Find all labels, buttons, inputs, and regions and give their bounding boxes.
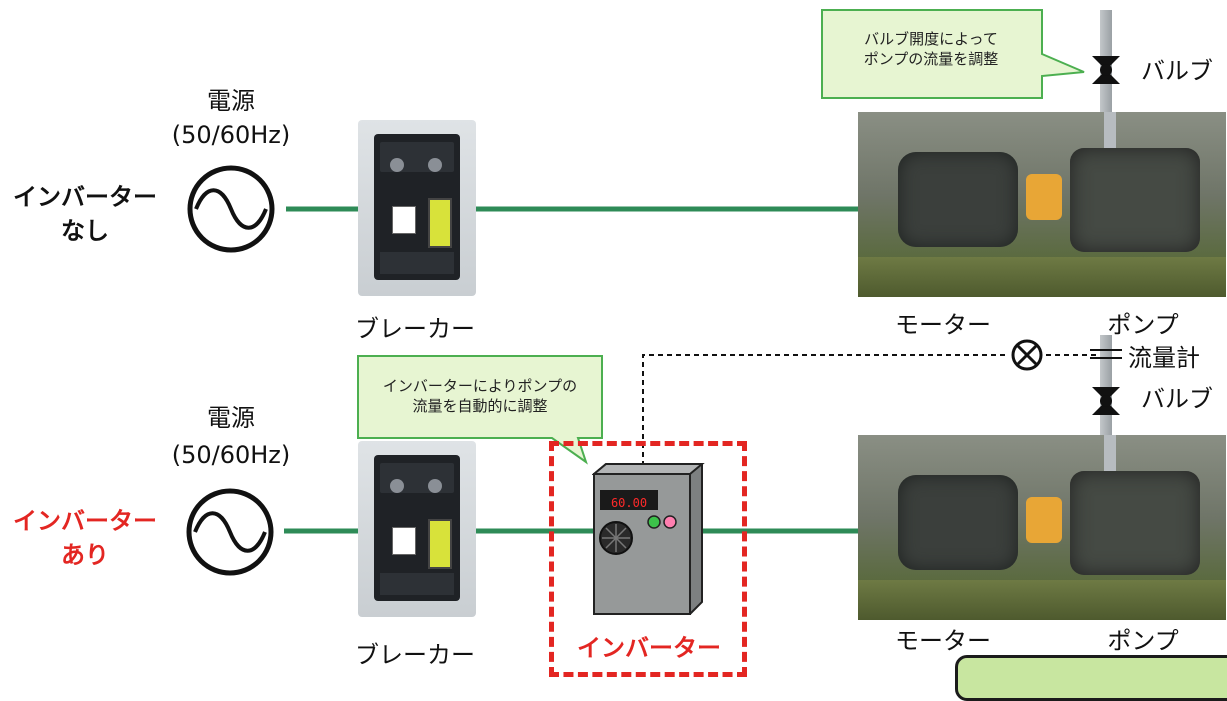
flow-sensor-icon bbox=[1011, 339, 1043, 371]
row-label-line2: あり bbox=[61, 541, 109, 569]
bottom-green-panel bbox=[955, 655, 1227, 701]
breaker-label-top: ブレーカー bbox=[355, 315, 475, 343]
pump-label-top: ポンプ bbox=[1107, 311, 1179, 339]
inverter-display: 60.00 bbox=[610, 496, 648, 510]
valve-label-bottom: バルブ bbox=[1141, 385, 1213, 413]
breaker-label-bottom: ブレーカー bbox=[355, 641, 475, 669]
row-label-line2: なし bbox=[61, 217, 109, 245]
signal-line bbox=[642, 354, 1008, 466]
callout-line2: ポンプの流量を調整 bbox=[863, 50, 999, 68]
row-label-line1: インバーター bbox=[13, 507, 157, 535]
valve-icon-bottom bbox=[1092, 387, 1120, 415]
power-label-bottom: 電源 bbox=[207, 404, 255, 432]
row-label-with-inverter: インバーター あり bbox=[5, 504, 165, 572]
motor-label-bottom: モーター bbox=[895, 627, 991, 655]
callout-text-top: バルブ開度によって ポンプの流量を調整 bbox=[826, 29, 1036, 69]
inverter-highlight-box bbox=[549, 441, 747, 677]
ac-source-icon-bottom bbox=[186, 488, 274, 576]
valve-icon-top bbox=[1092, 56, 1120, 84]
callout-bubble-top bbox=[821, 9, 1085, 99]
frequency-label-top: (50/60Hz) bbox=[171, 121, 291, 149]
motor-pump-image-bottom bbox=[858, 435, 1226, 620]
flowmeter-icon bbox=[1090, 349, 1122, 359]
diagram-lines bbox=[186, 165, 1100, 576]
inverter-device-icon bbox=[592, 463, 705, 615]
breaker-image-top bbox=[358, 120, 476, 296]
callout-text-bottom: インバーターによりポンプの 流量を自動的に調整 bbox=[358, 376, 602, 416]
row-label-line1: インバーター bbox=[13, 183, 157, 211]
breaker-image-bottom bbox=[358, 441, 476, 617]
inverter-label: インバーター bbox=[577, 634, 721, 662]
motor-label-top: モーター bbox=[895, 311, 991, 339]
callout-bubble-bottom bbox=[357, 355, 603, 465]
ac-source-icon-top bbox=[187, 165, 275, 253]
power-label-top: 電源 bbox=[207, 87, 255, 115]
callout-line1: バルブ開度によって bbox=[864, 30, 998, 48]
callout-line1: インバーターによりポンプの bbox=[382, 377, 578, 395]
frequency-label-bottom: (50/60Hz) bbox=[171, 441, 291, 469]
valve-label-top: バルブ bbox=[1141, 57, 1213, 85]
row-label-no-inverter: インバーター なし bbox=[5, 180, 165, 248]
flowmeter-label: 流量計 bbox=[1128, 344, 1200, 372]
callout-line2: 流量を自動的に調整 bbox=[412, 397, 548, 415]
pump-label-bottom: ポンプ bbox=[1107, 627, 1179, 655]
motor-pump-image-top bbox=[858, 112, 1226, 297]
